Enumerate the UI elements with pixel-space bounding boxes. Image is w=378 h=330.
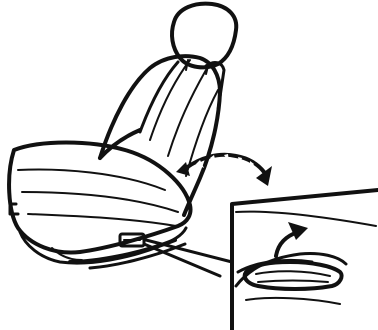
seat-back	[100, 56, 224, 215]
recline-lever-inset	[232, 190, 378, 330]
headrest	[172, 4, 236, 74]
